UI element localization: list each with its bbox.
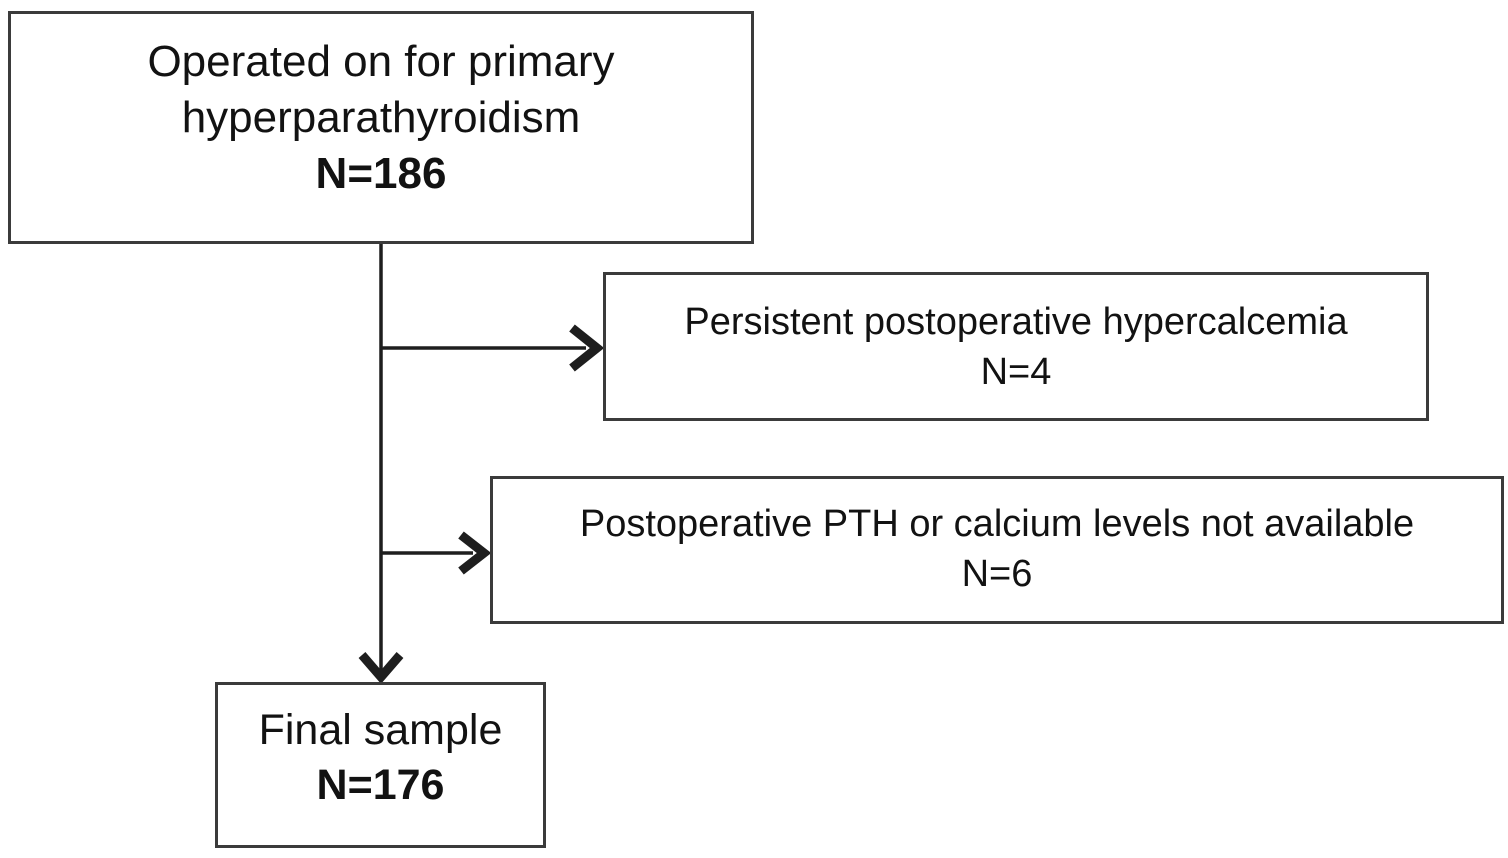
node-operated-line1: Operated on for primary [147, 37, 615, 86]
arrowhead-hypercalcemia-icon [569, 324, 605, 372]
node-exclusion-labs-count: N=6 [961, 553, 1033, 595]
node-exclusion-hypercalcemia-label: Persistent postoperative hypercalcemia [684, 301, 1348, 343]
node-operated-count: N=186 [315, 149, 447, 198]
arrowhead-labs-icon [458, 531, 492, 575]
arrowhead-final-icon [358, 652, 404, 684]
node-exclusion-hypercalcemia-count: N=4 [980, 351, 1052, 393]
node-final-sample-label: Final sample [258, 706, 503, 754]
node-exclusion-hypercalcemia: Persistent postoperative hypercalcemia N… [603, 272, 1429, 421]
node-operated-on: Operated on for primary hyperparathyroid… [8, 11, 754, 244]
node-final-sample-count: N=176 [316, 761, 445, 809]
node-exclusion-labs-label: Postoperative PTH or calcium levels not … [579, 503, 1415, 545]
node-final-sample: Final sample N=176 [215, 682, 546, 848]
node-operated-line2: hyperparathyroidism [181, 93, 581, 142]
node-exclusion-labs: Postoperative PTH or calcium levels not … [490, 476, 1504, 624]
